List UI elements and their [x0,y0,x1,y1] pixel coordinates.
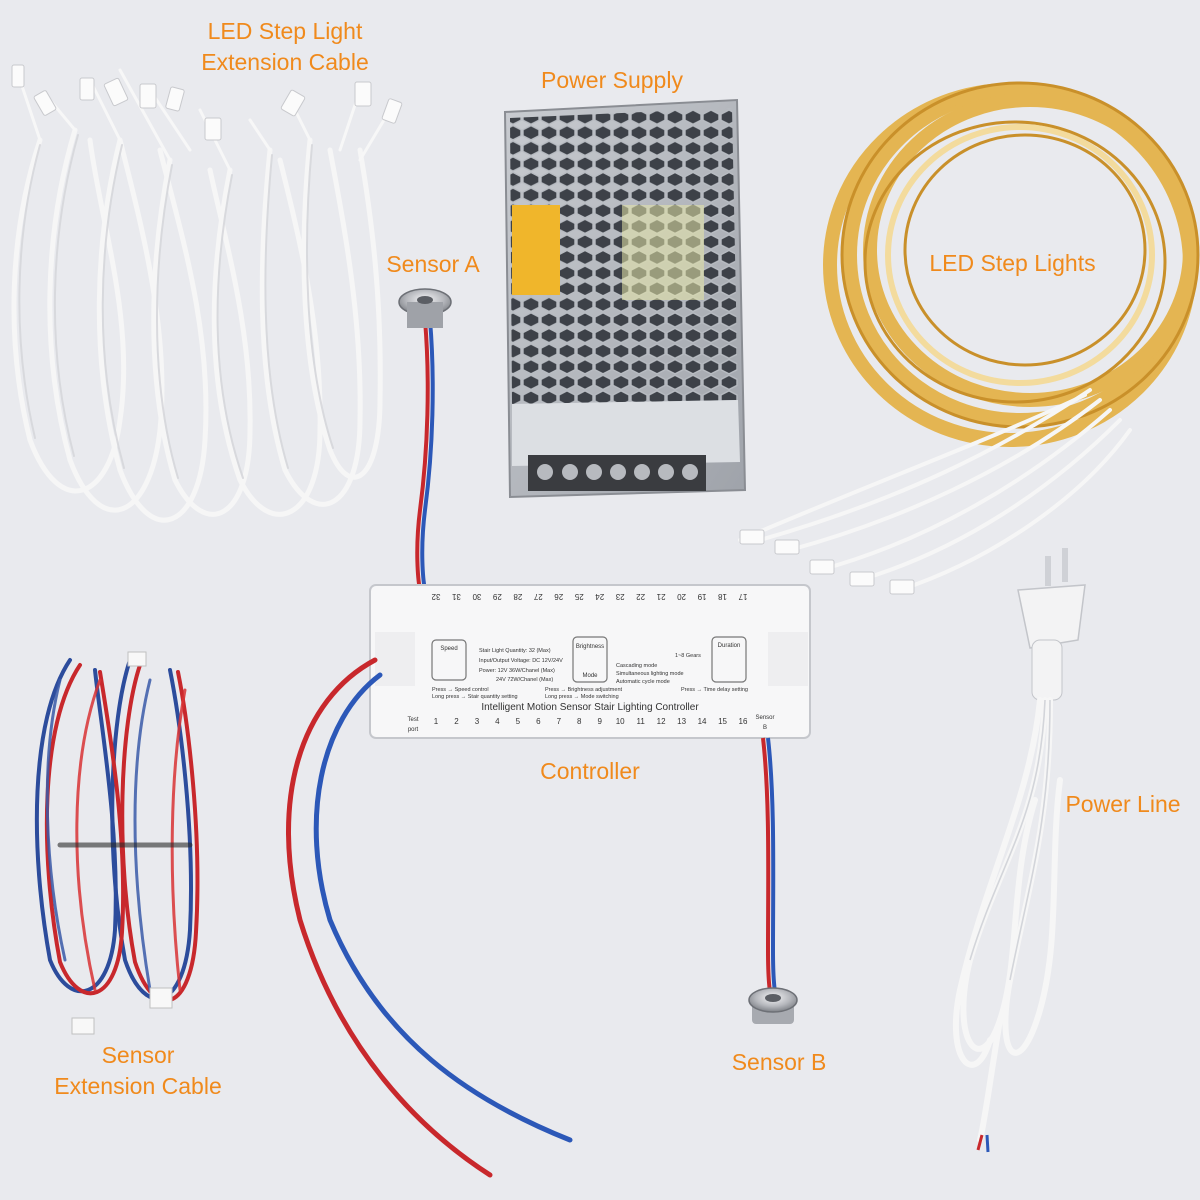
port-number: 27 [533,592,542,601]
port-number: 15 [718,717,727,726]
test-port-label-line2: port [408,727,419,733]
spec-power-24: 24V 72W/Chanel (Max) [496,677,553,683]
port-number: 3 [475,717,480,726]
port-number: 8 [577,717,582,726]
sensor-b [748,737,798,1024]
spec-power-12: Power: 12V 36W/Chanel (Max) [479,668,555,674]
port-number: 9 [598,717,603,726]
controller [369,584,811,739]
label-led-step-light-extension-cable: LED Step Light Extension Cable [160,16,410,78]
label-controller: Controller [540,758,640,784]
port-number: 7 [557,717,562,726]
top-port-numbers: 32 31 30 29 28 27 26 25 24 23 22 21 20 19 18 17 [431,592,747,601]
brightness-long-hint: Long press → Mode switching [545,694,619,700]
port-number: 28 [513,592,522,601]
sensor-b-port-label-line2: B [763,725,767,731]
spec-quantity: Stair Light Quantity: 32 (Max) [479,648,551,654]
port-number: 25 [574,592,583,601]
power-line [953,548,1086,1153]
port-number: 21 [656,592,665,601]
gears-label: 1~8 Gears [675,653,701,659]
port-number: 24 [595,592,604,601]
port-number: 14 [698,717,707,726]
label-sensor-extension-line2: Extension Cable [54,1073,222,1099]
port-number: 5 [516,717,521,726]
label-extension-cable-line1: LED Step Light [207,18,363,44]
port-number: 12 [657,717,666,726]
port-number: 13 [677,717,686,726]
duration-press-hint: Press → Time delay setting [681,687,748,693]
port-number: 19 [697,592,706,601]
label-sensor-a: Sensor A [386,251,480,277]
controller-labels: Intelligent Motion Sensor Stair Lighting… [407,592,774,733]
port-number: 22 [636,592,645,601]
duration-button-label: Duration [718,643,741,649]
extension-cable-connectors [11,64,403,141]
port-number: 31 [451,592,460,601]
test-port-label-line1: Test [407,717,418,723]
controller-power-wires [286,657,573,1178]
sensor-a [398,288,452,591]
terminal-block [528,455,706,491]
port-number: 16 [739,717,748,726]
sensor-extension-cable-bundle [34,651,200,1035]
mode-automatic: Automatic cycle mode [616,679,670,685]
sensor-b-port-label-line1: Sensor [755,715,774,721]
port-number: 18 [718,592,727,601]
mode-button-label: Mode [582,673,598,679]
led-extension-cable-bundle [11,68,392,523]
port-number: 17 [738,592,747,601]
spec-voltage: Input/Output Voltage: DC 12V/24V [479,658,563,664]
port-number: 1 [434,717,439,726]
mode-cascading: Cascading mode [616,663,657,669]
power-supply [503,98,747,499]
label-power-supply: Power Supply [541,67,683,93]
label-sensor-b: Sensor B [731,1049,827,1075]
label-sensor-extension-cable: Sensor Extension Cable [20,1040,256,1102]
label-sensor-extension-line1: Sensor [101,1042,175,1068]
led-strip-lead-wires [738,388,1132,592]
warning-label [512,205,560,295]
port-number: 2 [454,717,459,726]
port-number: 10 [616,717,625,726]
port-number: 11 [637,717,646,726]
port-number: 20 [677,592,686,601]
controller-title: Intelligent Motion Sensor Stair Lighting… [481,702,699,713]
port-number: 6 [536,717,541,726]
led-strip-connectors [739,529,915,595]
mode-simultaneous: Simultaneous lighting mode [616,671,684,677]
label-led-step-lights: LED Step Lights [929,250,1096,276]
port-number: 30 [472,592,481,601]
port-number: 23 [615,592,624,601]
brightness-press-hint: Press → Brightness adjustment [545,687,623,693]
speed-button-label: Speed [440,646,457,652]
label-power-line: Power Line [1065,791,1181,817]
port-number: 29 [492,592,501,601]
label-extension-cable-line2: Extension Cable [201,49,369,75]
port-number: 32 [431,592,440,601]
speed-press-hint: Press → Speed control [432,687,489,693]
port-number: 26 [554,592,563,601]
speed-long-hint: Long press → Stair quantity setting [432,694,518,700]
brightness-button-label: Brightness [576,644,604,650]
port-number: 4 [495,717,500,726]
